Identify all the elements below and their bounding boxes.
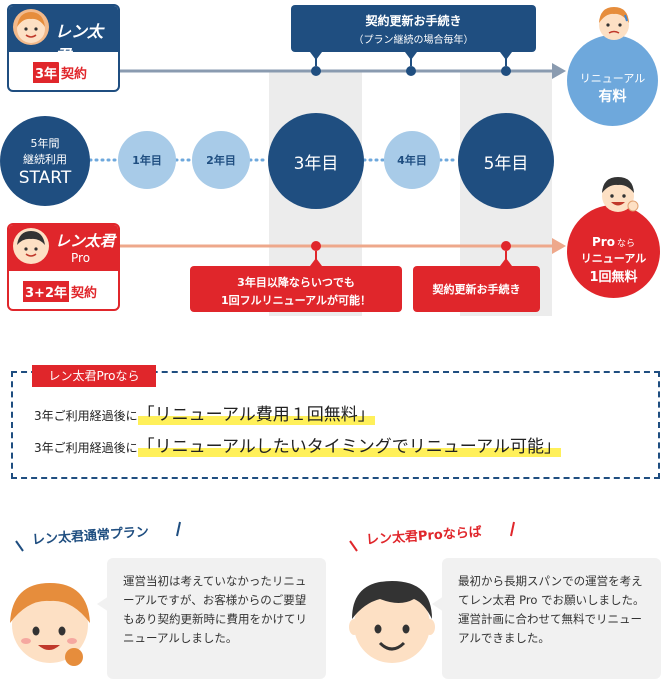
testimonial-2-title: レン太君Proならば <box>344 517 524 557</box>
pro-callout-renewal: 3年目以降ならいつでも 1回フルリニューアルが可能！ <box>190 266 402 312</box>
year-4-label: 4年目 <box>397 154 427 167</box>
testimonial-2-text: 最初から長期スパンでの運営を考えてレン太君 Pro でお願いしました。運営計画に… <box>458 574 645 645</box>
standard-contract-suffix: 契約 <box>61 67 88 82</box>
update-notice-box: 契約更新お手続き （プラン継続の場合毎年） <box>291 5 536 52</box>
year-1-label: 1年目 <box>132 154 162 167</box>
boy-face-icon <box>17 231 45 262</box>
pro-benefits-box <box>11 371 660 479</box>
boy-avatar-large <box>344 569 440 669</box>
year-3-label: 3年目 <box>293 153 339 174</box>
update-notice-subtitle: （プラン継続の場合毎年） <box>353 35 474 46</box>
happy-boy-icon <box>602 177 639 212</box>
pro-callout-renewal-line1: 3年目以降ならいつでも <box>237 276 355 289</box>
update-notice-title: 契約更新お手続き <box>365 14 462 28</box>
pro-benefit-1-highlight: 「リニューアル費用１回無料」 <box>137 405 375 425</box>
start-line2: 継続利用 <box>23 152 67 166</box>
renewal-free-pro: Pro <box>592 234 615 249</box>
start-line1: 5年間 <box>30 136 60 150</box>
pro-callout-renewal-line2: 1回フルリニューアルが可能！ <box>220 294 372 307</box>
pro-timeline-arrow <box>552 238 566 254</box>
testimonial-1-text: 運営当初は考えていなかったリニューアルですが、お客様からのご要望もあり契約更新時… <box>123 574 307 645</box>
pro-benefits-tag: レン太君Proなら <box>32 365 156 387</box>
standard-update-dot-2 <box>406 66 416 76</box>
year-2-circle: 2年目 <box>192 131 250 189</box>
standard-plan-card: レン太君 3年 契約 <box>7 4 120 92</box>
girl-avatar-large <box>2 573 98 669</box>
year-1-circle: 1年目 <box>118 131 176 189</box>
standard-plan-header: レン太君 <box>9 6 118 65</box>
pro-plan-name: レン太君 <box>55 232 116 250</box>
girl-avatar-worried <box>594 3 634 43</box>
testimonial-2-bubble: 最初から長期スパンでの運営を考えてレン太君 Pro でお願いしました。運営計画に… <box>432 558 661 679</box>
standard-timeline-arrow <box>552 63 566 79</box>
year-5-label: 5年目 <box>483 153 529 174</box>
pro-contract-suffix: 契約 <box>70 286 97 301</box>
pro-dot-year3 <box>311 241 321 251</box>
boy-avatar-happy <box>596 172 640 216</box>
pro-benefit-2-highlight: 「リニューアルしたいタイミングでリニューアル可能」 <box>137 437 561 457</box>
pro-benefit-2: 3年ご利用経過後に「リニューアルしたいタイミングでリニューアル可能」 <box>34 432 561 457</box>
girl-avatar-small <box>13 9 49 45</box>
pro-plan-header: レン太君 Pro <box>9 225 118 271</box>
start-line3: START <box>18 167 72 188</box>
standard-plan-name: レン太君 <box>55 22 104 65</box>
boy-avatar-small <box>13 228 49 264</box>
renewal-free-nara: なら <box>616 238 635 249</box>
renewal-free-line3: 1回無料 <box>589 269 638 285</box>
year-5-circle: 5年目 <box>458 113 554 209</box>
standard-update-dot-3 <box>501 66 511 76</box>
pro-contract-years: 3+2年 <box>23 281 69 302</box>
testimonial-1-bubble: 運営当初は考えていなかったリニューアルですが、お客様からのご要望もあり契約更新時… <box>97 558 326 679</box>
standard-contract-years: 3年 <box>33 62 60 83</box>
year-2-label: 2年目 <box>206 154 236 167</box>
girl-portrait-icon <box>10 583 90 666</box>
year-3-circle: 3年目 <box>268 113 364 209</box>
pro-callout-update: 契約更新お手続き <box>413 266 540 312</box>
renewal-paid-line2: 有料 <box>598 88 627 105</box>
girl-face-icon <box>17 12 45 43</box>
renewal-paid-circle: リニューアル 有料 <box>567 35 658 126</box>
testimonial-1-title: レン太君通常プラン <box>10 517 190 557</box>
year-4-circle: 4年目 <box>384 131 440 189</box>
start-circle: 5年間 継続利用 START <box>0 116 90 206</box>
pro-benefit-1-prefix: 3年ご利用経過後に <box>34 409 138 423</box>
pro-benefit-1: 3年ご利用経過後に「リニューアル費用１回無料」 <box>34 400 375 425</box>
pro-plan-name-sub: Pro <box>71 251 91 265</box>
renewal-free-line2: リニューアル <box>580 251 647 265</box>
renewal-paid-line1: リニューアル <box>579 71 646 85</box>
pro-plan-card: レン太君 Pro 3+2年 契約 <box>7 223 120 311</box>
testimonial-2-title-decoration <box>349 521 515 552</box>
standard-update-dot-1 <box>311 66 321 76</box>
pro-callout-update-label: 契約更新お手続き <box>432 283 521 296</box>
worried-girl-icon <box>599 7 629 40</box>
testimonial-1-title-decoration <box>15 521 181 552</box>
pro-dot-year5 <box>501 241 511 251</box>
pro-benefit-2-prefix: 3年ご利用経過後に <box>34 441 138 455</box>
boy-portrait-icon <box>349 581 435 663</box>
